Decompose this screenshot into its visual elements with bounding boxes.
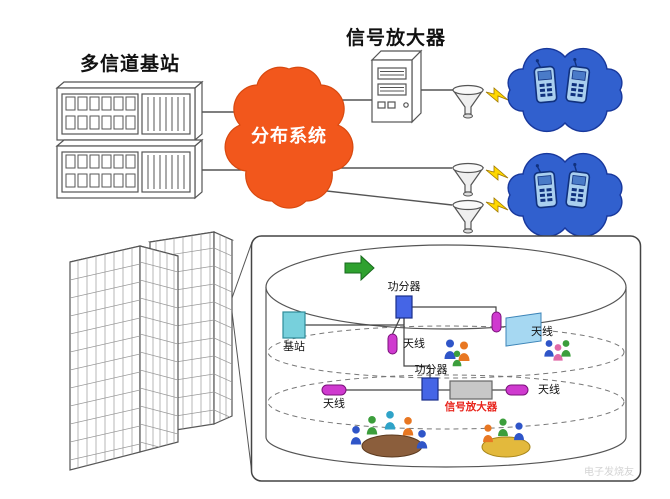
distribution-cloud-label: 分布系统 [251, 126, 327, 147]
horn-antenna-icon [452, 84, 484, 119]
indoor-base-station-box [282, 311, 306, 339]
antenna-right-lower [505, 384, 529, 396]
antenna-left-lower-label: 天线 [323, 397, 345, 410]
lightning-bolt-icon [485, 197, 509, 213]
flow-arrow-icon [344, 254, 375, 282]
splitter1-box [395, 295, 413, 319]
watermark: 电子发烧友 [584, 467, 634, 478]
mobile-cloud-top [507, 47, 623, 133]
meeting-table [361, 434, 423, 458]
distribution-cloud [224, 66, 354, 209]
outdoor-base-station-racks [55, 80, 204, 200]
indoor-amplifier-label: 信号放大器 [444, 401, 498, 413]
indoor-amplifier-box [449, 380, 493, 400]
outdoor-amplifier-label: 信号放大器 [345, 27, 446, 49]
screen-board [505, 312, 542, 347]
splitter2-box [421, 377, 439, 401]
indoor-base-station-label: 基站 [283, 340, 305, 353]
antenna-center-label: 天线 [403, 337, 425, 350]
outdoor-amplifier-box [370, 49, 423, 124]
lightning-bolt-icon [485, 165, 509, 181]
building-drawing [69, 231, 235, 471]
antenna-right-upper [491, 311, 502, 333]
antenna-center [387, 333, 398, 355]
work-table [481, 436, 531, 458]
splitter2-label: 功分器 [414, 363, 448, 376]
antenna-right-lower-label: 天线 [538, 383, 560, 396]
antenna-right-upper-label: 天线 [531, 325, 553, 338]
splitter1-label: 功分器 [387, 280, 421, 293]
horn-antenna-icon [452, 199, 484, 234]
indoor-wiring [305, 306, 506, 391]
mobile-cloud-bottom [507, 152, 623, 238]
zoom-guide-lines [231, 241, 253, 475]
antenna-left-lower [321, 384, 347, 396]
lightning-bolt-icon [485, 87, 509, 103]
outdoor-base-station-label: 多信道基站 [79, 53, 180, 75]
horn-antenna-icon [452, 162, 484, 197]
